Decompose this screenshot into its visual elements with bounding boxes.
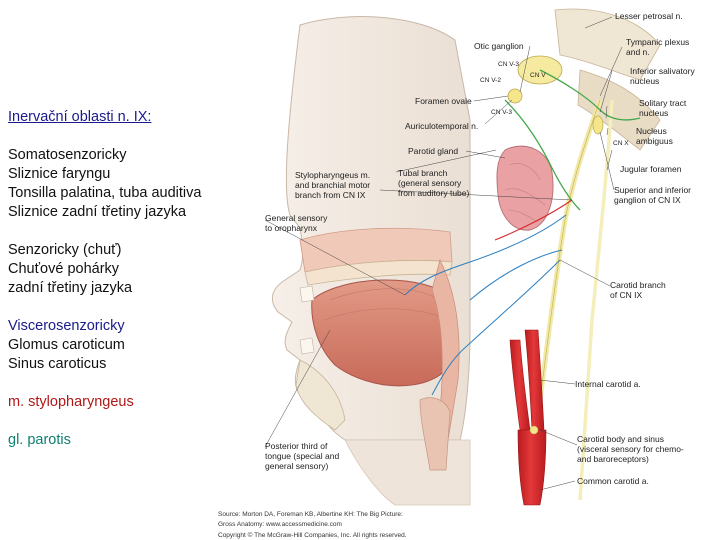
- label-stylopharyngeus-2: and branchial motor: [295, 180, 370, 190]
- label-nucleus-ambiguus: Nucleus: [636, 126, 667, 136]
- parotid-gland: [497, 146, 553, 230]
- label-tympanic-plexus: Tympanic plexus: [626, 37, 689, 47]
- label-solitary-tract: Solitary tract: [639, 98, 687, 108]
- label-inferior-salivatory: Inferior salivatory: [630, 66, 695, 76]
- label-common-carotid: Common carotid a.: [577, 476, 649, 486]
- label-carotid-body-2: (visceral sensory for chemo-: [577, 444, 684, 454]
- label-nucleus-ambiguus-2: ambiguus: [636, 136, 673, 146]
- label-lesser-petrosal: Lesser petrosal n.: [615, 11, 683, 21]
- label-carotid-body-3: and baroreceptors): [577, 454, 649, 464]
- neck-outline: [345, 440, 470, 505]
- label-cn-v: CN V: [530, 72, 546, 79]
- label-sup-inf-ganglion: Superior and inferior: [614, 185, 691, 195]
- label-cn-v2: CN V-2: [480, 77, 501, 84]
- label-solitary-tract-2: nucleus: [639, 108, 668, 118]
- label-posterior-third-3: general sensory): [265, 461, 328, 471]
- carotid-body: [530, 426, 538, 434]
- label-general-sensory-2: to oropharynx: [265, 223, 318, 233]
- label-general-sensory: General sensory: [265, 213, 328, 223]
- label-cn-v3-top: CN V-3: [498, 61, 519, 68]
- label-tubal-branch-3: from auditory tube): [398, 188, 470, 198]
- label-carotid-branch: Carotid branch: [610, 280, 666, 290]
- label-tubal-branch-2: (general sensory: [398, 178, 462, 188]
- label-cn-x: CN X: [613, 140, 629, 147]
- otic-ganglion: [508, 89, 522, 103]
- label-posterior-third: Posterior third of: [265, 441, 328, 451]
- label-carotid-body: Carotid body and sinus: [577, 434, 664, 444]
- source-line-1: Source: Morton DA, Foreman KB, Albertine…: [218, 511, 403, 518]
- label-internal-carotid: Internal carotid a.: [575, 379, 641, 389]
- label-cn-v3-mid: CN V-3: [491, 109, 512, 116]
- copyright-line: Copyright © The McGraw-Hill Companies, I…: [218, 531, 407, 539]
- cn-ix-ganglion: [593, 116, 603, 134]
- label-foramen-ovale: Foramen ovale: [415, 96, 472, 106]
- label-posterior-third-2: tongue (special and: [265, 451, 339, 461]
- label-stylopharyngeus-3: branch from CN IX: [295, 190, 366, 200]
- label-tympanic-plexus-2: and n.: [626, 47, 650, 57]
- label-sup-inf-ganglion-2: ganglion of CN IX: [614, 195, 681, 205]
- source-line-2: Gross Anatomy: www.accessmedicine.com: [218, 521, 342, 528]
- label-jugular-foramen: Jugular foramen: [620, 164, 682, 174]
- common-carotid-artery: [518, 430, 546, 505]
- label-otic-ganglion: Otic ganglion: [474, 41, 524, 51]
- label-inferior-salivatory-2: nucleus: [630, 76, 659, 86]
- label-carotid-branch-2: of CN IX: [610, 290, 642, 300]
- label-auriculotemporal: Auriculotemporal n.: [405, 121, 478, 131]
- label-parotid-gland: Parotid gland: [408, 146, 458, 156]
- label-tubal-branch: Tubal branch: [398, 168, 448, 178]
- label-stylopharyngeus: Stylopharyngeus m.: [295, 170, 370, 180]
